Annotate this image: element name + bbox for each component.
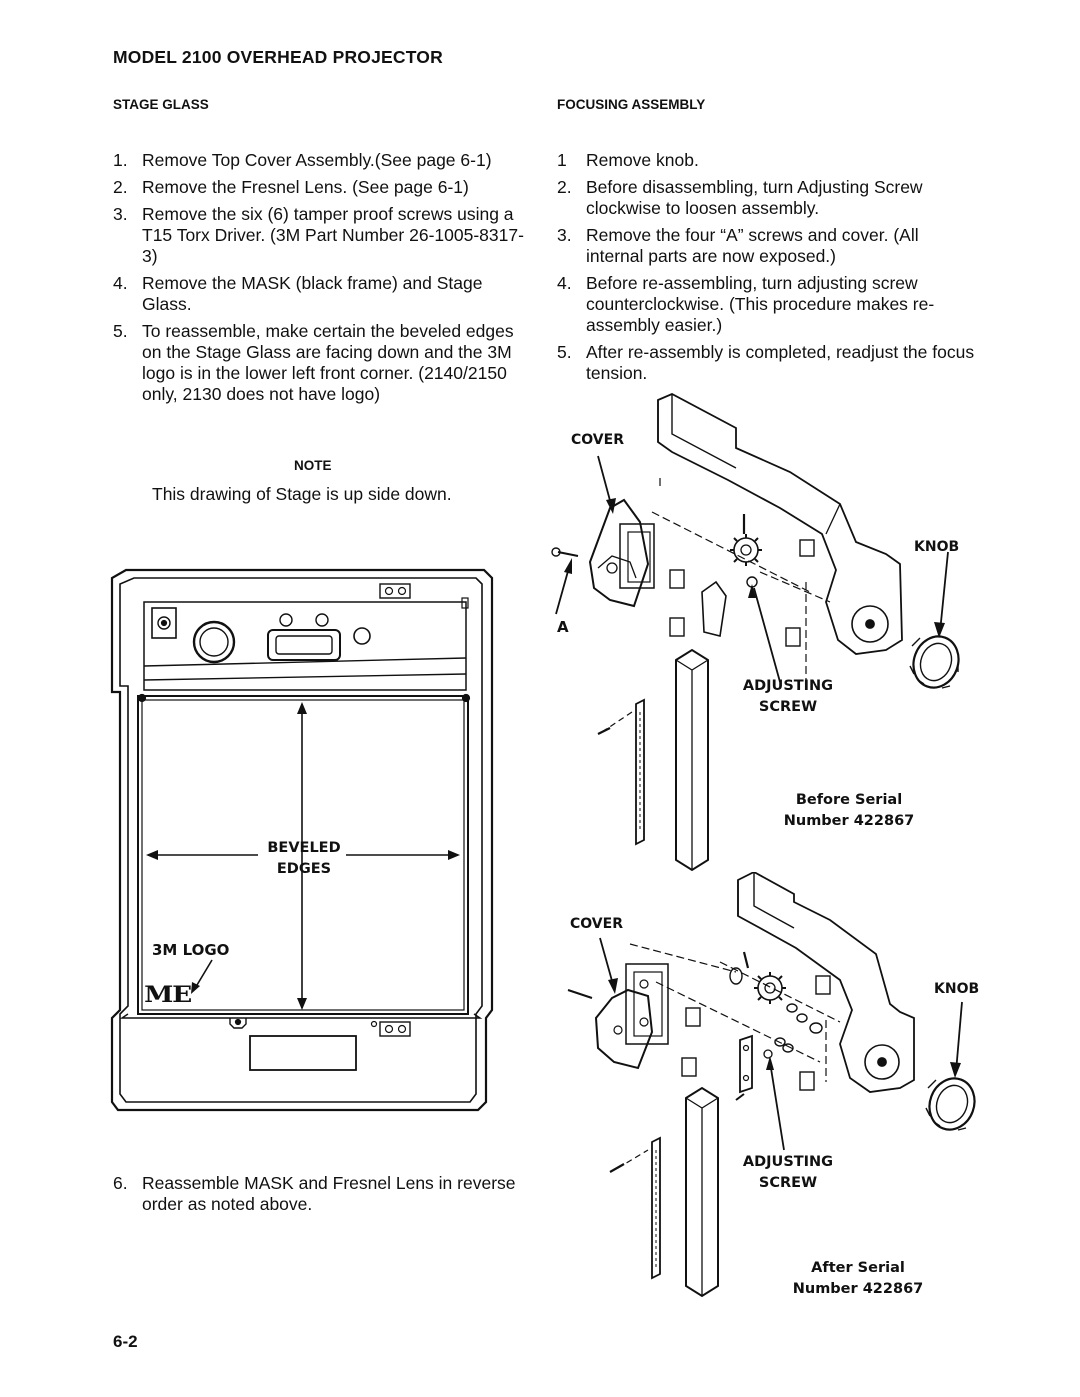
step-number: 1. bbox=[113, 150, 128, 170]
stage-frame-inner bbox=[119, 577, 483, 1103]
square-post-after bbox=[685, 1086, 719, 1298]
step-number: 4. bbox=[557, 273, 572, 293]
focus-knob-after bbox=[925, 1077, 976, 1131]
page-number: 6-2 bbox=[113, 1332, 138, 1351]
power-switch bbox=[151, 607, 177, 639]
step-text: Remove Top Cover Assembly.(See page 6-1) bbox=[142, 150, 492, 170]
step-text: To reassemble, make certain the beveled … bbox=[142, 321, 514, 404]
focus-arm bbox=[657, 393, 903, 655]
stage-glass-steps: 1. Remove Top Cover Assembly.(See page 6-… bbox=[113, 150, 525, 411]
round-knob bbox=[192, 620, 236, 664]
before-serial-caption: Before Serial Number 422867 bbox=[776, 790, 922, 832]
list-item: 2. Before disassembling, turn Adjusting S… bbox=[557, 177, 977, 219]
caption-line1: After Serial bbox=[811, 1260, 905, 1276]
list-item: 2. Remove the Fresnel Lens. (See page 6-1… bbox=[113, 177, 525, 198]
list-item: 4. Before re-assembling, turn adjusting s… bbox=[557, 273, 977, 336]
cover-plate bbox=[588, 498, 655, 608]
focusing-assembly-figure-after bbox=[567, 872, 976, 1298]
list-item: 5. To reassemble, make certain the bevele… bbox=[113, 321, 525, 405]
step-text: Remove the six (6) tamper proof screws u… bbox=[142, 204, 524, 266]
list-item: 3. Remove the six (6) tamper proof screws… bbox=[113, 204, 525, 267]
step-number: 2. bbox=[113, 177, 128, 197]
stage-frame-outer bbox=[110, 568, 494, 1112]
step-text: Remove the Fresnel Lens. (See page 6-1) bbox=[142, 177, 469, 197]
control-panel bbox=[143, 601, 467, 691]
adjusting-screw-block bbox=[701, 580, 727, 637]
list-item: 1. Remove Top Cover Assembly.(See page 6-… bbox=[113, 150, 525, 171]
note-heading: NOTE bbox=[294, 458, 332, 473]
adjusting-line1: ADJUSTING bbox=[742, 1154, 834, 1170]
screw-line2: SCREW bbox=[758, 699, 818, 715]
panel-display bbox=[267, 629, 341, 661]
beveled-label-line1: BEVELED bbox=[267, 840, 341, 856]
page-title: MODEL 2100 OVERHEAD PROJECTOR bbox=[113, 47, 443, 67]
screw-bracket-top bbox=[379, 583, 411, 599]
rack-strip bbox=[597, 698, 645, 846]
knob-label-before: KNOB bbox=[914, 539, 960, 555]
square-post bbox=[675, 648, 709, 872]
step-text: Before re-assembling, turn adjusting scr… bbox=[586, 273, 935, 335]
adjusting-line1: ADJUSTING bbox=[742, 678, 834, 694]
adjusting-screw-label-after: ADJUSTING SCREW bbox=[736, 1152, 840, 1194]
step-text: Remove the four “A” screws and cover. (A… bbox=[586, 225, 919, 266]
focusing-assembly-heading: FOCUSING ASSEMBLY bbox=[557, 97, 706, 112]
step-number: 5. bbox=[557, 342, 572, 362]
lens-window bbox=[249, 1035, 357, 1071]
list-item: 4. Remove the MASK (black frame) and Stag… bbox=[113, 273, 525, 315]
adjusting-plate bbox=[735, 1034, 773, 1101]
screw-line2: SCREW bbox=[758, 1175, 818, 1191]
list-item: 6. Reassemble MASK and Fresnel Lens in re… bbox=[113, 1173, 525, 1215]
step-text: Reassemble MASK and Fresnel Lens in reve… bbox=[142, 1173, 516, 1214]
after-serial-caption: After Serial Number 422867 bbox=[788, 1258, 928, 1300]
step-number: 3. bbox=[113, 204, 128, 224]
gear-after bbox=[729, 951, 786, 1004]
3m-logo-label: 3M LOGO bbox=[152, 941, 230, 959]
stage-glass-figure bbox=[110, 568, 494, 1112]
focusing-assembly-steps: 1 Remove knob. 2. Before disassembling, tu… bbox=[557, 150, 977, 390]
a-screw-label: A bbox=[557, 618, 569, 636]
knob-label-after: KNOB bbox=[934, 981, 980, 997]
focusing-assembly-figure-before bbox=[551, 393, 960, 872]
caption-line1: Before Serial bbox=[795, 792, 903, 808]
step-number: 5. bbox=[113, 321, 128, 341]
screw-bracket-bottom bbox=[379, 1021, 411, 1037]
beveled-label-line2: EDGES bbox=[276, 861, 332, 877]
caption-line2: Number 422867 bbox=[792, 1281, 924, 1297]
caption-line2: Number 422867 bbox=[783, 813, 915, 829]
note-text: This drawing of Stage is up side down. bbox=[152, 484, 452, 504]
step-text: Before disassembling, turn Adjusting Scr… bbox=[586, 177, 923, 218]
cover-plate-after bbox=[594, 963, 669, 1070]
step-number: 6. bbox=[113, 1173, 128, 1193]
3m-logo-mark: ME bbox=[144, 982, 192, 1008]
gear bbox=[730, 514, 762, 566]
list-item: 5. After re-assembly is completed, readju… bbox=[557, 342, 977, 384]
list-item: 3. Remove the four “A” screws and cover. … bbox=[557, 225, 977, 267]
stage-glass-panel bbox=[137, 695, 469, 1015]
adjusting-screw-label-before: ADJUSTING SCREW bbox=[736, 676, 840, 718]
list-item: 1 Remove knob. bbox=[557, 150, 977, 171]
rack-strip-after bbox=[609, 1136, 661, 1280]
step-number: 3. bbox=[557, 225, 572, 245]
cover-label-after: COVER bbox=[570, 916, 623, 932]
stage-glass-final-step: 6. Reassemble MASK and Fresnel Lens in re… bbox=[113, 1173, 525, 1221]
focus-arm-after bbox=[737, 872, 915, 1093]
step-text: Remove knob. bbox=[586, 150, 699, 170]
step-number: 2. bbox=[557, 177, 572, 197]
stage-glass-heading: STAGE GLASS bbox=[113, 97, 209, 112]
step-text: After re-assembly is completed, readjust… bbox=[586, 342, 975, 383]
cover-label-before: COVER bbox=[571, 432, 624, 448]
step-number: 4. bbox=[113, 273, 128, 293]
step-text: Remove the MASK (black frame) and Stage … bbox=[142, 273, 483, 314]
step-number: 1 bbox=[557, 150, 567, 170]
focus-knob bbox=[909, 635, 960, 689]
beveled-label: BEVELED EDGES bbox=[258, 838, 350, 880]
